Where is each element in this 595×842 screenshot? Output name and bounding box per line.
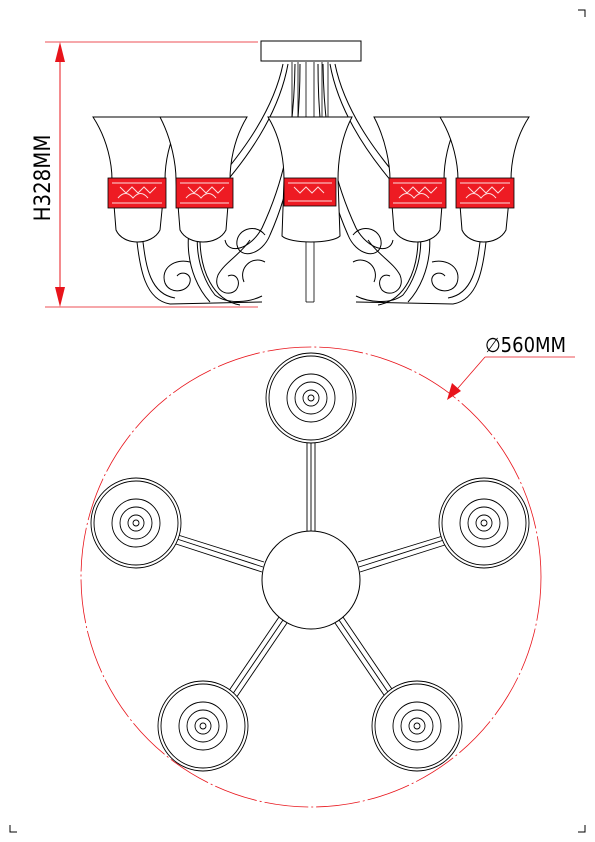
shade-top-2 [90, 477, 182, 569]
center-hub [261, 530, 361, 630]
top-view: ∅560MM [80, 333, 575, 808]
decor-band-3 [283, 177, 337, 207]
top-view-arms [175, 440, 449, 702]
shade-top-3 [438, 477, 530, 569]
height-dimension: H328MM [31, 41, 258, 308]
ceiling-canopy [260, 40, 362, 62]
diameter-circle [80, 346, 542, 808]
decor-bands [107, 177, 515, 209]
diameter-label: ∅560MM [485, 333, 566, 357]
shade-top-1 [265, 352, 357, 444]
height-label: H328MM [31, 135, 56, 222]
diameter-leader [447, 356, 575, 400]
shade-top-views [90, 352, 530, 772]
frame-corner-marks [9, 9, 586, 833]
shade-top-5 [371, 680, 463, 772]
shade-top-4 [157, 680, 249, 772]
side-view: H328MM [31, 40, 530, 308]
